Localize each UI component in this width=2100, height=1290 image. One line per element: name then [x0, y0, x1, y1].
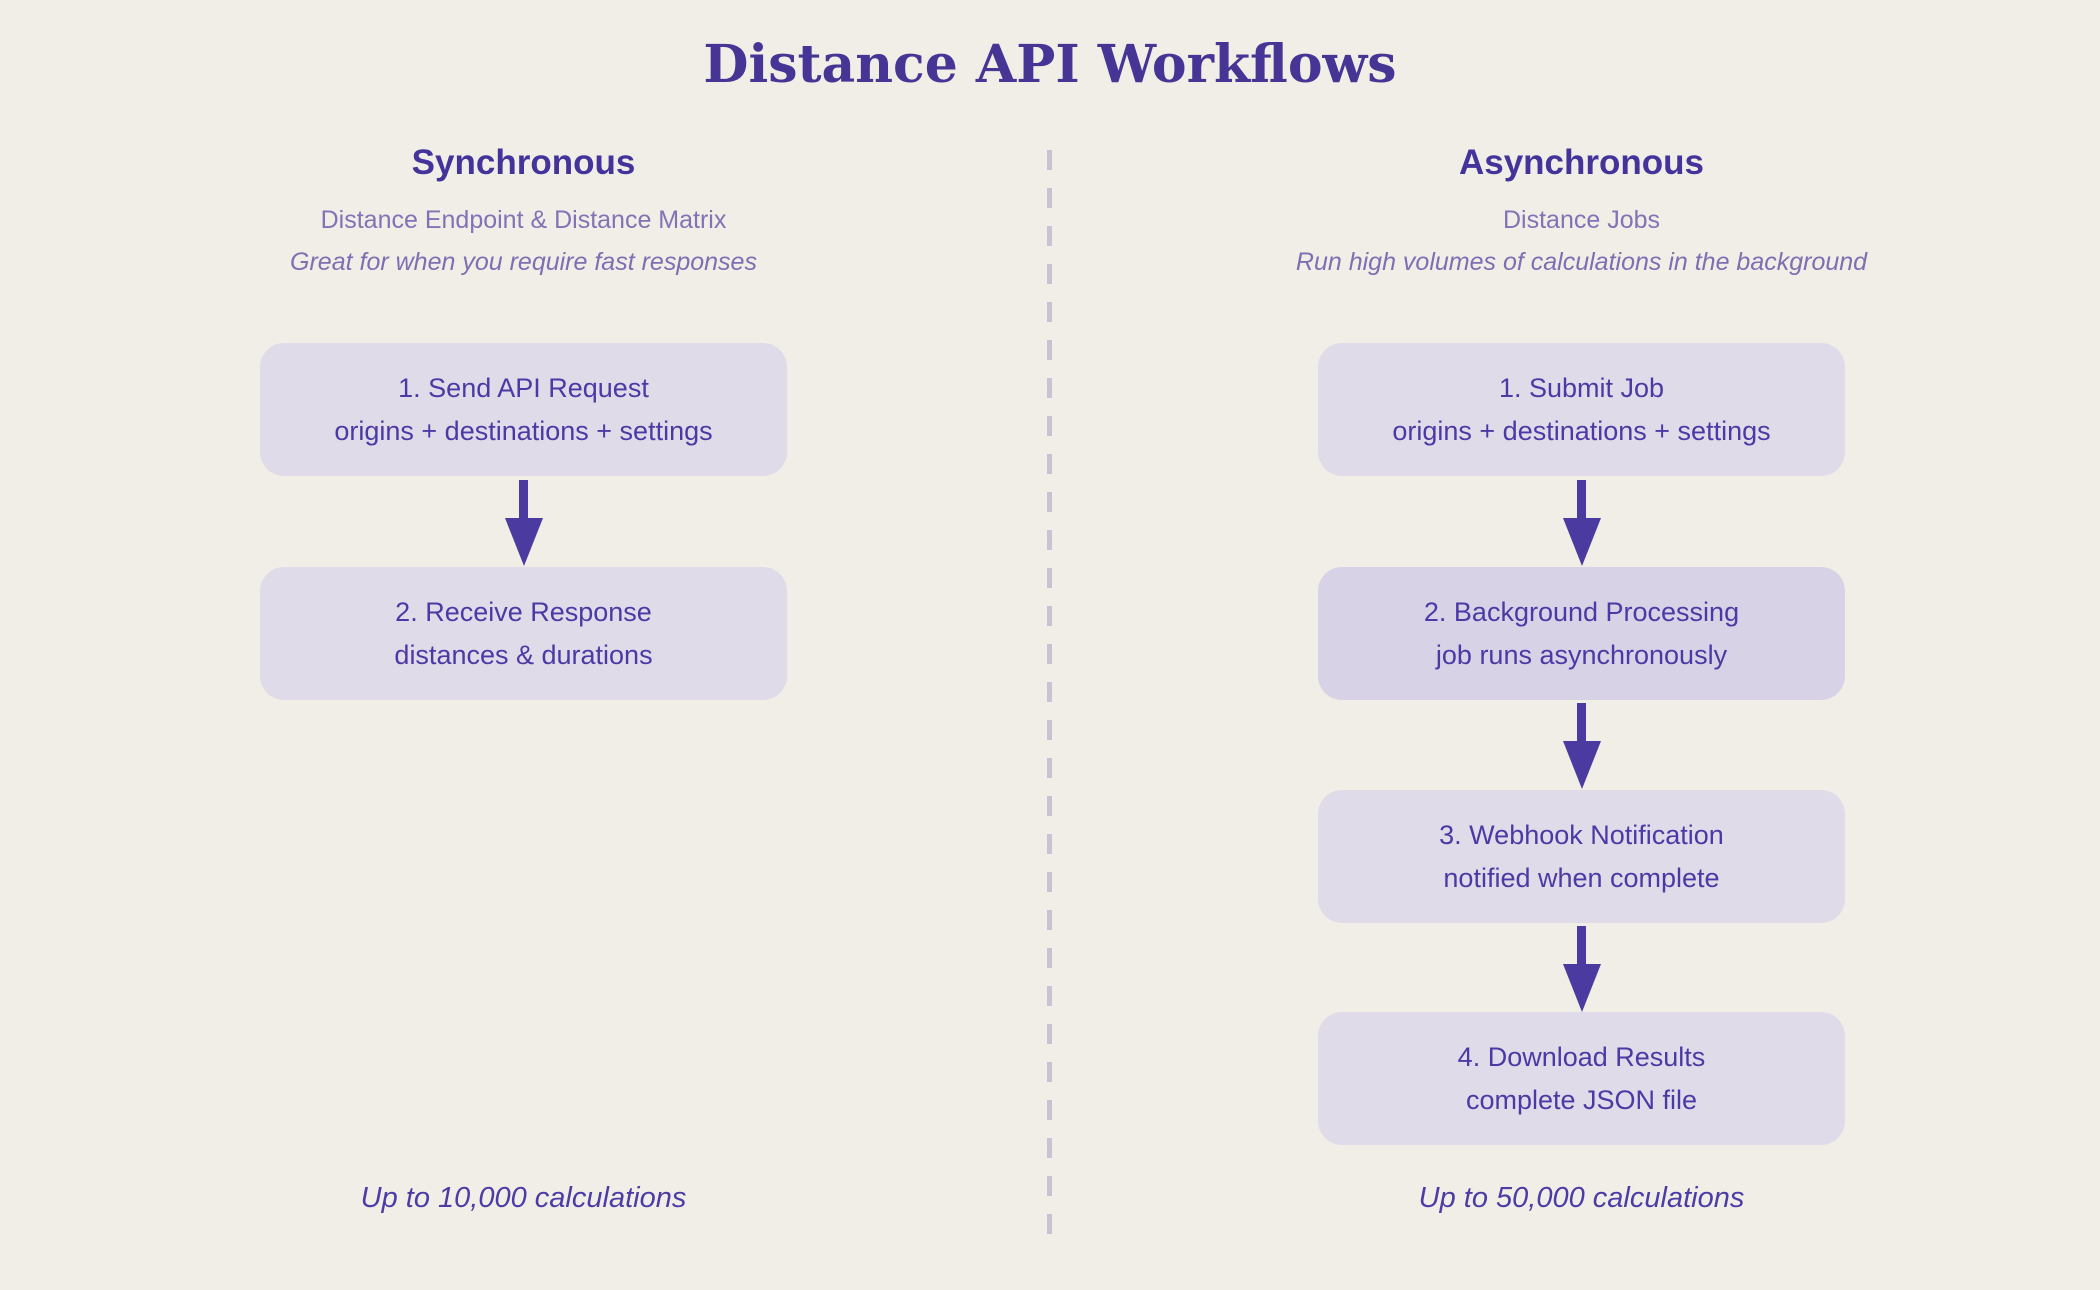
column-heading: Asynchronous — [1458, 143, 1705, 182]
column-footnote: Up to 10,000 calculations — [360, 1182, 687, 1214]
down-arrow-icon — [1562, 703, 1601, 789]
arrow-head — [1562, 518, 1601, 566]
down-arrow-icon — [1562, 480, 1601, 566]
step-box-receive-response: 2. Receive Response distances & duration… — [260, 567, 787, 700]
column-synchronous: Synchronous Distance Endpoint & Distance… — [260, 0, 787, 1290]
arrow-stem — [1577, 480, 1586, 518]
page-title: Distance API Workflows — [703, 34, 1397, 95]
down-arrow-icon — [504, 480, 543, 566]
step-subtitle: job runs asynchronously — [1435, 640, 1728, 670]
column-subtitle: Distance Jobs — [1502, 206, 1661, 234]
arrow-head — [1562, 964, 1601, 1012]
step-title: 4. Download Results — [1457, 1042, 1706, 1072]
column-footnote: Up to 50,000 calculations — [1418, 1182, 1745, 1214]
arrow-head — [504, 518, 543, 566]
down-arrow-icon — [1562, 926, 1601, 1012]
column-divider — [1047, 150, 1052, 1238]
step-box-webhook-notification: 3. Webhook Notification notified when co… — [1318, 790, 1845, 923]
step-title: 1. Submit Job — [1498, 373, 1665, 403]
arrow-stem — [1577, 926, 1586, 964]
arrow-stem — [519, 480, 528, 518]
arrow-head — [1562, 741, 1601, 789]
step-title: 3. Webhook Notification — [1439, 820, 1724, 850]
step-title: 2. Receive Response — [395, 597, 652, 627]
step-box-send-api-request: 1. Send API Request origins + destinatio… — [260, 343, 787, 476]
step-subtitle: notified when complete — [1443, 863, 1720, 893]
step-box-submit-job: 1. Submit Job origins + destinations + s… — [1318, 343, 1845, 476]
step-subtitle: distances & durations — [394, 640, 653, 670]
arrow-stem — [1577, 703, 1586, 741]
step-subtitle: complete JSON file — [1465, 1085, 1698, 1115]
column-heading: Synchronous — [411, 143, 636, 182]
step-box-background-processing: 2. Background Processing job runs asynch… — [1318, 567, 1845, 700]
column-asynchronous: Asynchronous Distance Jobs Run high volu… — [1296, 0, 1867, 1290]
step-title: 2. Background Processing — [1423, 597, 1740, 627]
column-tagline: Great for when you require fast response… — [290, 248, 757, 276]
column-subtitle: Distance Endpoint & Distance Matrix — [320, 206, 727, 234]
step-box-download-results: 4. Download Results complete JSON file — [1318, 1012, 1845, 1145]
step-subtitle: origins + destinations + settings — [334, 416, 713, 446]
step-subtitle: origins + destinations + settings — [1392, 416, 1771, 446]
column-tagline: Run high volumes of calculations in the … — [1295, 248, 1868, 276]
step-title: 1. Send API Request — [398, 373, 649, 403]
